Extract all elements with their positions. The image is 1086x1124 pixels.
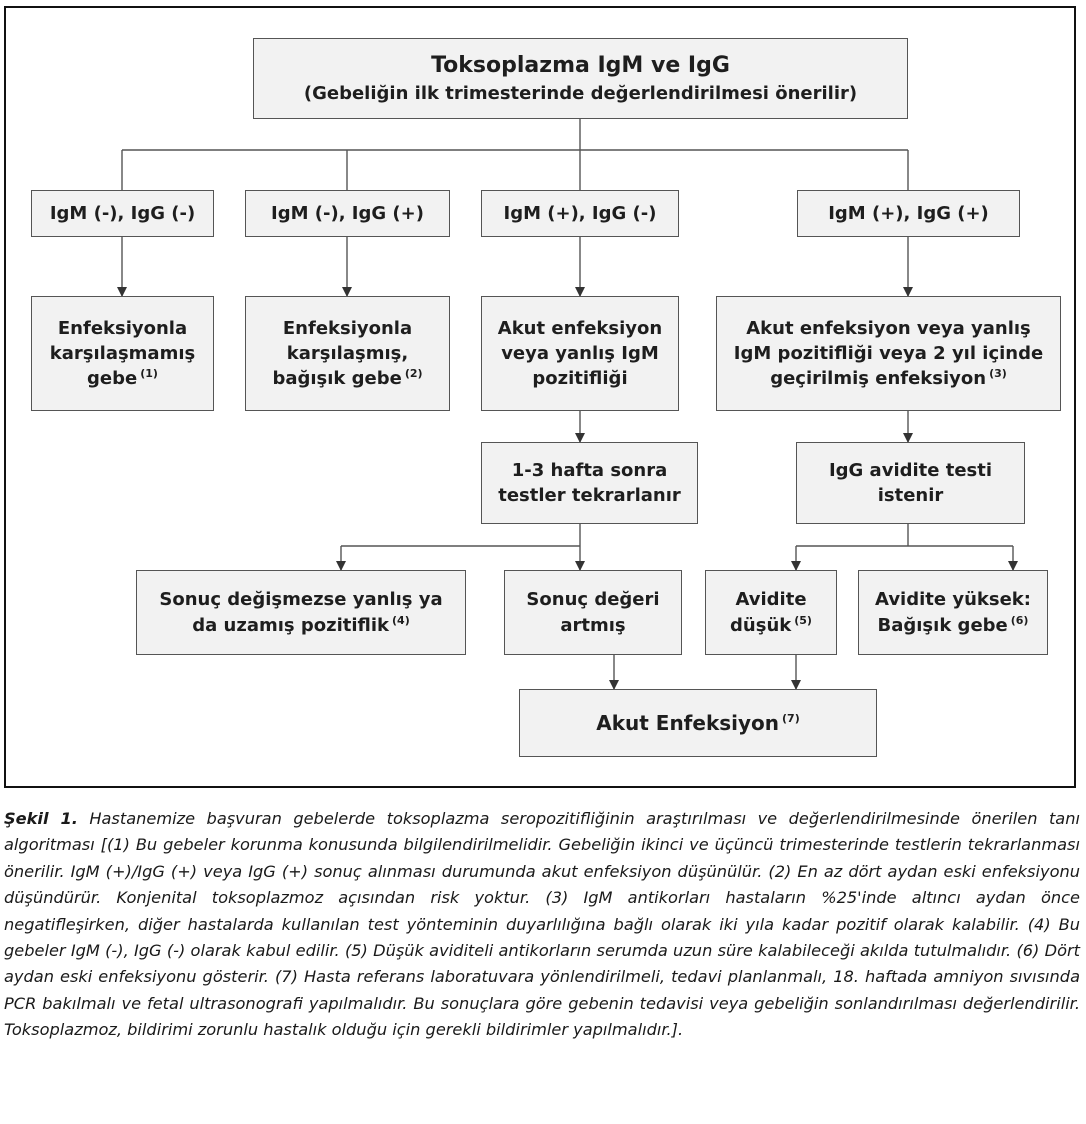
outcome-high-avidity: Avidite yüksek: Bağışık gebe(6) [858, 570, 1048, 655]
outcome-line: Sonuç değeri [526, 589, 660, 611]
outcome-line: artmış [560, 614, 626, 636]
result-line: IgM pozitifliği veya 2 yıl içinde [733, 342, 1044, 364]
footnote-ref: (6) [1010, 613, 1029, 627]
result-line: Akut enfeksiyon veya yanlış [746, 317, 1031, 339]
footnote-ref: (5) [794, 613, 812, 627]
branch-label: IgM (+), IgG (-) [503, 202, 657, 224]
branch-label: IgM (-), IgG (-) [49, 202, 196, 224]
outcome-line: düşük(5) [730, 613, 812, 638]
branch-label: IgM (-), IgG (+) [271, 202, 424, 224]
repeat-tests-node: 1-3 hafta sonra testler tekrarlanır [481, 442, 698, 524]
branch-label: IgM (+), IgG (+) [828, 202, 989, 224]
step-line: istenir [877, 485, 944, 506]
result-line-text: geçirilmiş enfeksiyon [770, 368, 987, 390]
outcome-unchanged: Sonuç değişmezse yanlış ya da uzamış poz… [136, 570, 466, 655]
footnote-ref: (7) [782, 712, 800, 726]
outcome-low-avidity: Avidite düşük(5) [705, 570, 837, 655]
branch-igm-neg-igg-pos: IgM (-), IgG (+) [245, 190, 450, 237]
root-node: Toksoplazma IgM ve IgG (Gebeliğin ilk tr… [253, 38, 908, 119]
root-subtitle: (Gebeliğin ilk trimesterinde değerlendir… [303, 83, 858, 105]
outcome-line-text: Bağışık gebe [877, 614, 1008, 636]
result-line: Enfeksiyonla [57, 317, 188, 339]
result-line: pozitifliği [532, 368, 628, 390]
result-line: Enfeksiyonla [282, 317, 413, 339]
caption-label: Şekil 1. [4, 809, 78, 828]
result-acute-or-false-igm: Akut enfeksiyon veya yanlış IgM pozitifl… [481, 296, 679, 411]
footnote-ref: (3) [989, 367, 1007, 381]
result-line: gebe(1) [87, 366, 158, 391]
result-acute-or-past-infection: Akut enfeksiyon veya yanlış IgM pozitifl… [716, 296, 1061, 411]
connector-lines [117, 119, 1018, 690]
branch-igm-neg-igg-neg: IgM (-), IgG (-) [31, 190, 214, 237]
final-line: Akut Enfeksiyon(7) [596, 709, 800, 737]
branch-igm-pos-igg-neg: IgM (+), IgG (-) [481, 190, 679, 237]
result-line: bağışık gebe(2) [272, 366, 422, 391]
outcome-line-text: da uzamış pozitiflik [192, 614, 390, 636]
outcome-line: da uzamış pozitiflik(4) [192, 613, 410, 638]
footnote-ref: (1) [140, 367, 158, 381]
result-line-text: gebe [87, 368, 138, 390]
figure-caption: Şekil 1. Hastanemize başvuran gebelerde … [4, 806, 1080, 1044]
avidity-test-node: IgG avidite testi istenir [796, 442, 1025, 524]
outcome-line: Bağışık gebe(6) [878, 613, 1029, 638]
result-line: veya yanlış IgM [501, 342, 659, 364]
footnote-ref: (4) [392, 613, 410, 627]
step-line: testler tekrarlanır [498, 485, 681, 506]
outcome-line: Sonuç değişmezse yanlış ya [159, 589, 443, 611]
result-line: geçirilmiş enfeksiyon(3) [770, 366, 1007, 391]
root-title: Toksoplazma IgM ve IgG [431, 52, 730, 78]
branch-igm-pos-igg-pos: IgM (+), IgG (+) [797, 190, 1020, 237]
result-exposed-immune: Enfeksiyonla karşılaşmış, bağışık gebe(2… [245, 296, 450, 411]
footnote-ref: (2) [404, 367, 423, 381]
step-line: 1-3 hafta sonra [511, 459, 668, 481]
result-line: Akut enfeksiyon [497, 317, 663, 339]
step-line: IgG avidite testi [828, 459, 993, 481]
outcome-line: Avidite [735, 589, 807, 611]
result-line-text: bağışık gebe [272, 368, 402, 390]
outcome-line: Avidite yüksek: [875, 589, 1031, 611]
result-line: karşılaşmamış [49, 342, 196, 364]
result-line: karşılaşmış, [286, 342, 409, 364]
final-acute-infection: Akut Enfeksiyon(7) [519, 689, 877, 757]
final-text: Akut Enfeksiyon [596, 711, 780, 735]
outcome-increased: Sonuç değeri artmış [504, 570, 682, 655]
outcome-line-text: düşük [730, 614, 792, 636]
result-not-exposed: Enfeksiyonla karşılaşmamış gebe(1) [31, 296, 214, 411]
caption-text: Hastanemize başvuran gebelerde toksoplaz… [4, 809, 1080, 1040]
